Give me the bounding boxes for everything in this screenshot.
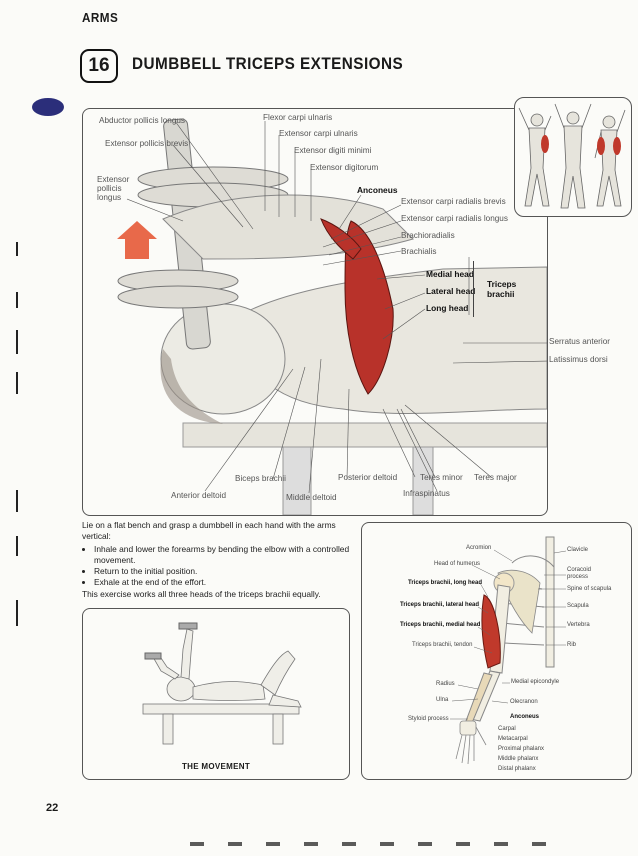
label-proximal-phalanx: Proximal phalanx	[498, 746, 545, 752]
margin-mark	[16, 330, 18, 354]
exercise-description: Lie on a flat bench and grasp a dumbbell…	[82, 520, 354, 600]
step-item: Inhale and lower the forearms by bending…	[94, 544, 354, 567]
label-brachioradialis: Brachioradialis	[401, 231, 455, 240]
label-triceps-medial-head: Triceps brachii, medial head	[400, 622, 481, 628]
label-extensor-pollicis-longus: Extensor pollicis longus	[97, 175, 130, 202]
label-triceps-lateral-head: Triceps brachii, lateral head	[400, 602, 480, 608]
label-distal-phalanx: Distal phalanx	[498, 766, 536, 772]
label-infraspinatus: Infraspinatus	[403, 489, 450, 498]
margin-mark	[16, 600, 18, 626]
step-item: Return to the initial position.	[94, 566, 354, 577]
skeleton-panel: Acromion Clavicle Head of humerus Coraco…	[361, 522, 632, 780]
skeleton-drawing	[450, 536, 567, 765]
label-spine-of-scapula: Spine of scapula	[567, 586, 612, 592]
margin-mark	[16, 536, 18, 556]
label-middle-deltoid: Middle deltoid	[286, 493, 337, 502]
label-middle-phalanx: Middle phalanx	[498, 756, 539, 762]
label-triceps-long-head: Triceps brachii, long head	[408, 580, 483, 586]
label-ecr-brevis: Extensor carpi radialis brevis	[401, 197, 506, 206]
movement-caption: THE MOVEMENT	[181, 762, 251, 771]
label-biceps-brachii: Biceps brachii	[235, 474, 286, 483]
label-abductor-pollicis-longus: Abductor pollicis longus	[99, 116, 186, 125]
label-metacarpal: Metacarpal	[498, 736, 528, 742]
bracket-line	[473, 261, 474, 317]
exercise-number: 16	[80, 49, 118, 83]
label-brachialis: Brachialis	[401, 247, 437, 256]
label-triceps-brachii: Triceps brachii	[487, 279, 517, 299]
label-head-of-humerus: Head of humerus	[434, 561, 481, 567]
label-coracoid-process: Coracoid process	[567, 567, 592, 580]
label-carpal: Carpal	[498, 726, 516, 732]
movement-drawing	[142, 622, 302, 745]
label-posterior-deltoid: Posterior deltoid	[338, 473, 398, 482]
label-triceps-tendon: Triceps brachii, tendon	[412, 642, 473, 648]
label-ulna: Ulna	[436, 697, 449, 703]
label-anterior-deltoid: Anterior deltoid	[171, 491, 227, 500]
main-anatomy-illustration: Abductor pollicis longus Extensor pollic…	[82, 108, 610, 516]
chapter-marker-tab	[32, 98, 64, 116]
label-scapula: Scapula	[567, 603, 589, 609]
step-item: Exhale at the end of the effort.	[94, 577, 354, 588]
label-long-head: Long head	[426, 303, 469, 313]
label-extensor-pollicis-brevis: Extensor pollicis brevis	[105, 139, 189, 148]
label-serratus-anterior: Serratus anterior	[549, 337, 610, 346]
muscle-figures-inset	[514, 97, 632, 217]
label-anconeus-skeleton: Anconeus	[510, 714, 540, 720]
figures-drawing	[518, 103, 626, 209]
label-ecr-longus: Extensor carpi radialis longus	[401, 214, 508, 223]
description-intro: Lie on a flat bench and grasp a dumbbell…	[82, 520, 336, 542]
label-rib: Rib	[567, 642, 577, 648]
label-extensor-digiti-minimi: Extensor digiti minimi	[294, 146, 372, 155]
label-clavicle: Clavicle	[567, 547, 589, 553]
label-medial-head: Medial head	[426, 269, 474, 279]
margin-mark	[16, 242, 18, 256]
label-latissimus-dorsi: Latissimus dorsi	[549, 355, 608, 364]
label-extensor-digitorum: Extensor digitorum	[310, 163, 379, 172]
margin-mark	[16, 490, 18, 512]
label-vertebra: Vertebra	[567, 622, 590, 628]
scan-edge-marks	[190, 842, 570, 846]
label-extensor-carpi-ulnaris: Extensor carpi ulnaris	[279, 129, 358, 138]
label-teres-minor: Teres minor	[420, 473, 463, 482]
movement-panel: THE MOVEMENT	[82, 608, 350, 780]
label-styloid-process: Styloid process	[408, 716, 449, 722]
description-note: This exercise works all three heads of t…	[82, 588, 321, 599]
section-title: ARMS	[82, 10, 119, 25]
anatomy-drawing	[117, 118, 547, 515]
margin-mark	[16, 292, 18, 308]
steps-list: Inhale and lower the forearms by bending…	[82, 544, 354, 589]
margin-mark	[16, 372, 18, 394]
label-olecranon: Olecranon	[510, 699, 538, 705]
label-anconeus: Anconeus	[357, 185, 398, 195]
page-number: 22	[46, 802, 59, 814]
label-teres-major: Teres major	[474, 473, 517, 482]
label-flexor-carpi-ulnaris: Flexor carpi ulnaris	[263, 113, 333, 122]
label-radius: Radius	[436, 681, 455, 687]
exercise-title: DUMBBELL TRICEPS EXTENSIONS	[132, 54, 404, 73]
label-acromion: Acromion	[466, 545, 492, 551]
label-lateral-head: Lateral head	[426, 286, 476, 296]
label-medial-epicondyle: Medial epicondyle	[511, 679, 560, 685]
